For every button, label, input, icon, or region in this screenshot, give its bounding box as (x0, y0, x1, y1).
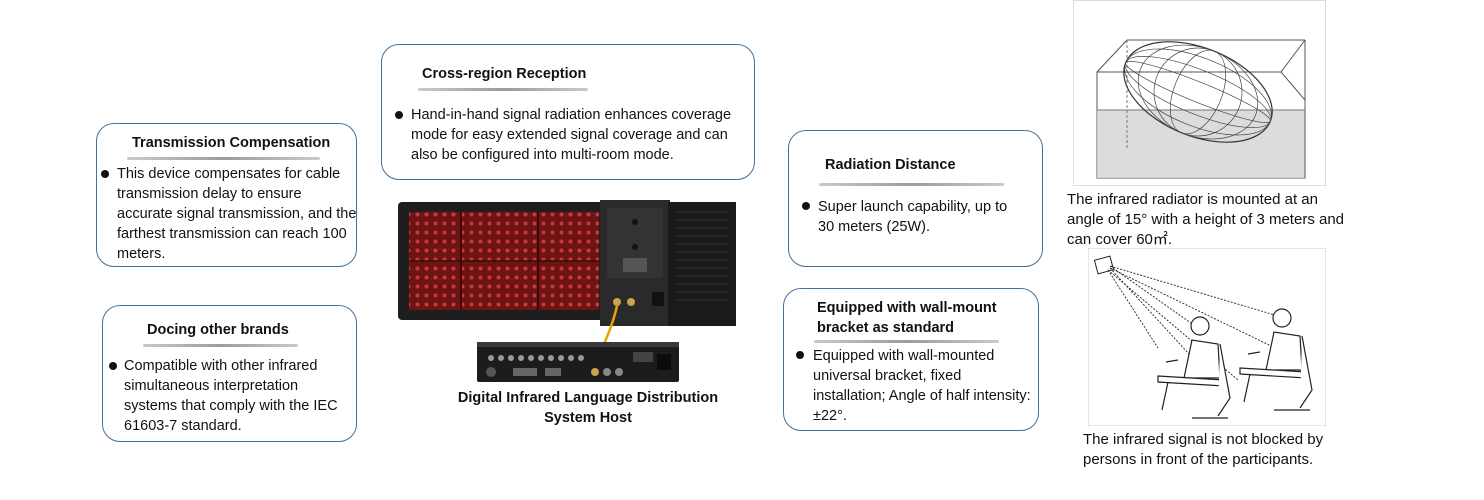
transmission-compensation-card: Transmission Compensation This device co… (96, 123, 357, 267)
title-underline (418, 88, 588, 91)
card-text: Equipped with wall-mounted universal bra… (813, 348, 1031, 424)
bullet (796, 351, 804, 359)
card-text: This device compensates for cable transm… (117, 166, 357, 262)
card-text: Super launch capability, up to 30 meters… (818, 199, 1008, 235)
title-underline (814, 340, 999, 343)
title-underline (127, 157, 320, 160)
card-title: Cross-region Reception (422, 66, 587, 82)
docing-other-brands-card: Docing other brands Compatible with othe… (102, 305, 357, 442)
wall-mount-bracket-card: Equipped with wall-mount bracket as stan… (783, 288, 1039, 431)
card-title: Docing other brands (147, 322, 289, 338)
product-caption: Digital Infrared Language Distribution S… (457, 390, 719, 426)
signal-path-diagram (1088, 248, 1326, 426)
bullet (802, 202, 810, 210)
radiator-and-host-image (398, 200, 736, 382)
bullet (101, 170, 109, 178)
cross-region-reception-card: Cross-region Reception Hand-in-hand sign… (381, 44, 755, 180)
seated-person-back (1239, 308, 1313, 411)
radiator-caption: The infrared radiator is mounted at an a… (1067, 191, 1345, 248)
card-text: Compatible with other infrared simultane… (124, 358, 338, 434)
card-title: Transmission Compensation (132, 135, 331, 151)
bullet (395, 111, 403, 119)
seated-person-front (1157, 316, 1231, 419)
card-text: Hand-in-hand signal radiation enhances c… (411, 107, 732, 163)
bullet (109, 362, 117, 370)
title-underline (143, 344, 298, 347)
title-underline (819, 183, 1004, 186)
radiator-icon (1093, 255, 1115, 275)
card-title: Radiation Distance (825, 157, 956, 173)
heat-sink (668, 202, 736, 326)
signal-caption: The infrared signal is not blocked by pe… (1083, 431, 1324, 468)
radiation-distance-card: Radiation Distance Super launch capabili… (788, 130, 1043, 267)
card-title: Equipped with wall-mount bracket as stan… (817, 300, 997, 336)
radiator-coverage-diagram (1073, 0, 1326, 186)
